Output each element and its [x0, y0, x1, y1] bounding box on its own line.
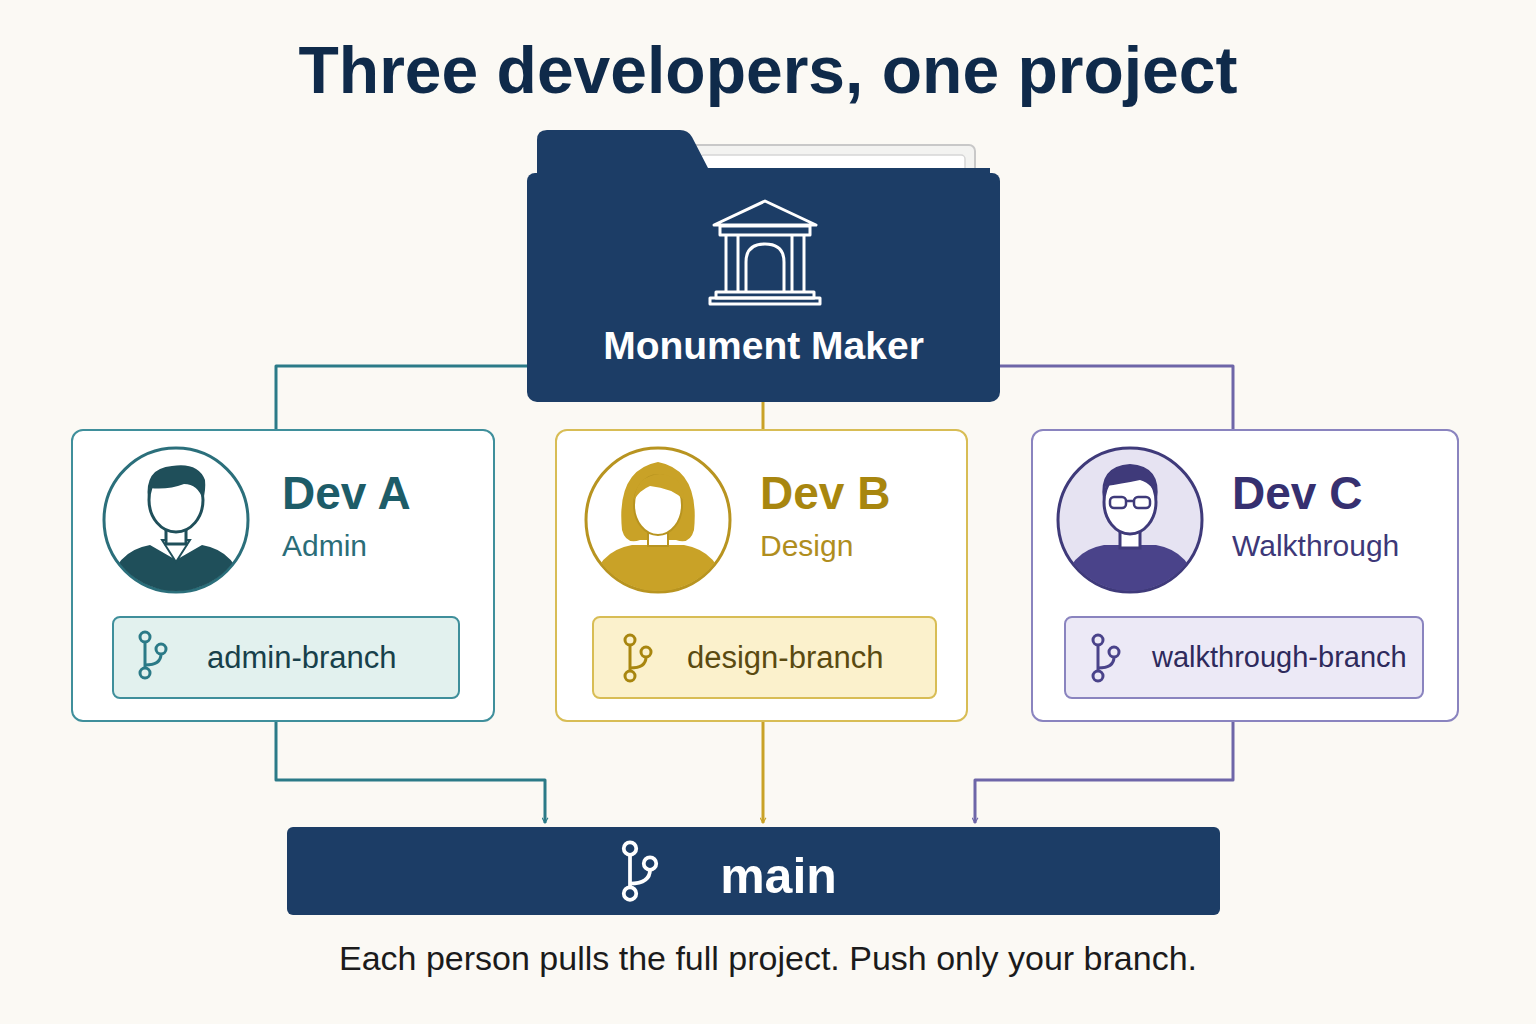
branch-icon	[140, 632, 166, 678]
branch-name: design-branch	[687, 618, 883, 697]
main-branch-bar: main	[287, 827, 1220, 915]
developer-card: Dev B Design design-branch	[555, 429, 968, 722]
developer-name: Dev A	[282, 470, 411, 516]
folder-tab	[537, 130, 990, 190]
developer-card: Dev C Walkthrough walkthrough-branch	[1031, 429, 1459, 722]
branch-icon	[625, 635, 651, 681]
connector-line	[975, 722, 1233, 823]
branch-icon	[624, 842, 657, 900]
branch-name: walkthrough-branch	[1152, 618, 1407, 697]
developer-card: Dev A Admin admin-branch	[71, 429, 495, 722]
folder-paper	[700, 155, 965, 195]
project-name: Monument Maker	[527, 326, 1000, 365]
diagram-title: Three developers, one project	[0, 37, 1536, 103]
connector-line	[1000, 366, 1233, 429]
developer-name: Dev C	[1232, 470, 1362, 516]
avatar-admin	[104, 448, 248, 600]
temple-icon	[710, 201, 820, 304]
branch-name: main	[287, 851, 1220, 901]
branch-pill: design-branch	[592, 616, 937, 699]
connector-line	[762, 402, 765, 429]
developer-role: Walkthrough	[1232, 531, 1399, 561]
connector-line	[762, 722, 765, 823]
developer-role: Admin	[282, 531, 367, 561]
connector-line	[276, 722, 545, 823]
branch-icon	[1093, 635, 1119, 681]
developer-name: Dev B	[760, 470, 890, 516]
developer-role: Design	[760, 531, 853, 561]
branch-name: admin-branch	[207, 618, 397, 697]
avatar-design	[586, 448, 730, 600]
avatar-walkthrough	[1058, 448, 1202, 600]
branch-pill: walkthrough-branch	[1064, 616, 1424, 699]
branch-pill: admin-branch	[112, 616, 460, 699]
connector-line	[276, 366, 527, 429]
project-folder: Monument Maker	[527, 173, 1000, 402]
folder-paper	[690, 145, 975, 205]
diagram-caption: Each person pulls the full project. Push…	[0, 941, 1536, 975]
